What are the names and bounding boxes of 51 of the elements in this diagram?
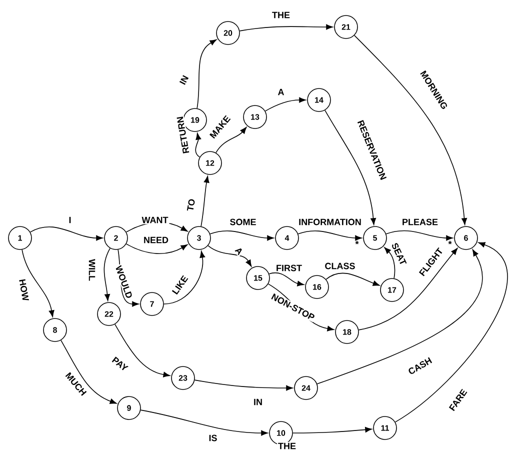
edge-label: WILL <box>88 258 96 282</box>
edge-label: WANT <box>140 216 170 224</box>
arrow <box>208 245 252 267</box>
edge-label: SEAT <box>390 240 408 268</box>
edge-label: IN <box>178 73 190 87</box>
arrow <box>194 380 293 391</box>
edge-label: IN <box>252 398 264 406</box>
edge-label: I <box>68 216 72 224</box>
arrow <box>200 176 210 227</box>
arrow <box>316 249 482 384</box>
arrow <box>394 242 508 422</box>
arrow <box>324 110 376 225</box>
edge-label: A <box>233 245 245 257</box>
arrow <box>196 39 217 109</box>
edge-label: PLEASE <box>401 218 440 226</box>
edge-label: CLASS <box>324 262 356 270</box>
arrow <box>114 324 170 378</box>
arrow <box>384 247 396 279</box>
arrow <box>264 97 306 112</box>
arrow <box>60 340 117 404</box>
edge-label: FIRST <box>275 264 303 272</box>
edge-label: THE <box>277 442 297 450</box>
arrow <box>354 35 467 225</box>
arrow <box>298 230 362 241</box>
arrow <box>268 272 304 286</box>
edge-label: IS <box>208 434 218 442</box>
asterisk: * <box>355 240 359 244</box>
edge-label: RETURN <box>176 114 190 156</box>
arrow <box>195 132 202 158</box>
arrow <box>326 272 380 286</box>
edge-label: INFORMATION <box>298 218 362 226</box>
arrow <box>140 410 268 436</box>
arrow <box>126 244 188 254</box>
edge-label: PAY <box>110 354 130 374</box>
arrow <box>210 230 274 241</box>
edge-label: TO <box>186 197 196 213</box>
arrow <box>30 226 103 241</box>
arrow <box>358 248 458 330</box>
asterisk: * <box>448 240 452 244</box>
arrow <box>239 24 333 32</box>
arrow <box>164 250 206 304</box>
arrow <box>22 249 54 318</box>
arrow <box>292 427 372 434</box>
arrow <box>386 230 453 241</box>
arrow <box>104 248 110 301</box>
edge-label: SOME <box>228 218 258 226</box>
edge-label: A <box>276 88 286 96</box>
arrow <box>216 126 247 154</box>
edge-label: HOW <box>18 277 30 303</box>
edge-label: NEED <box>142 236 170 244</box>
edge-label: THE <box>271 10 291 20</box>
